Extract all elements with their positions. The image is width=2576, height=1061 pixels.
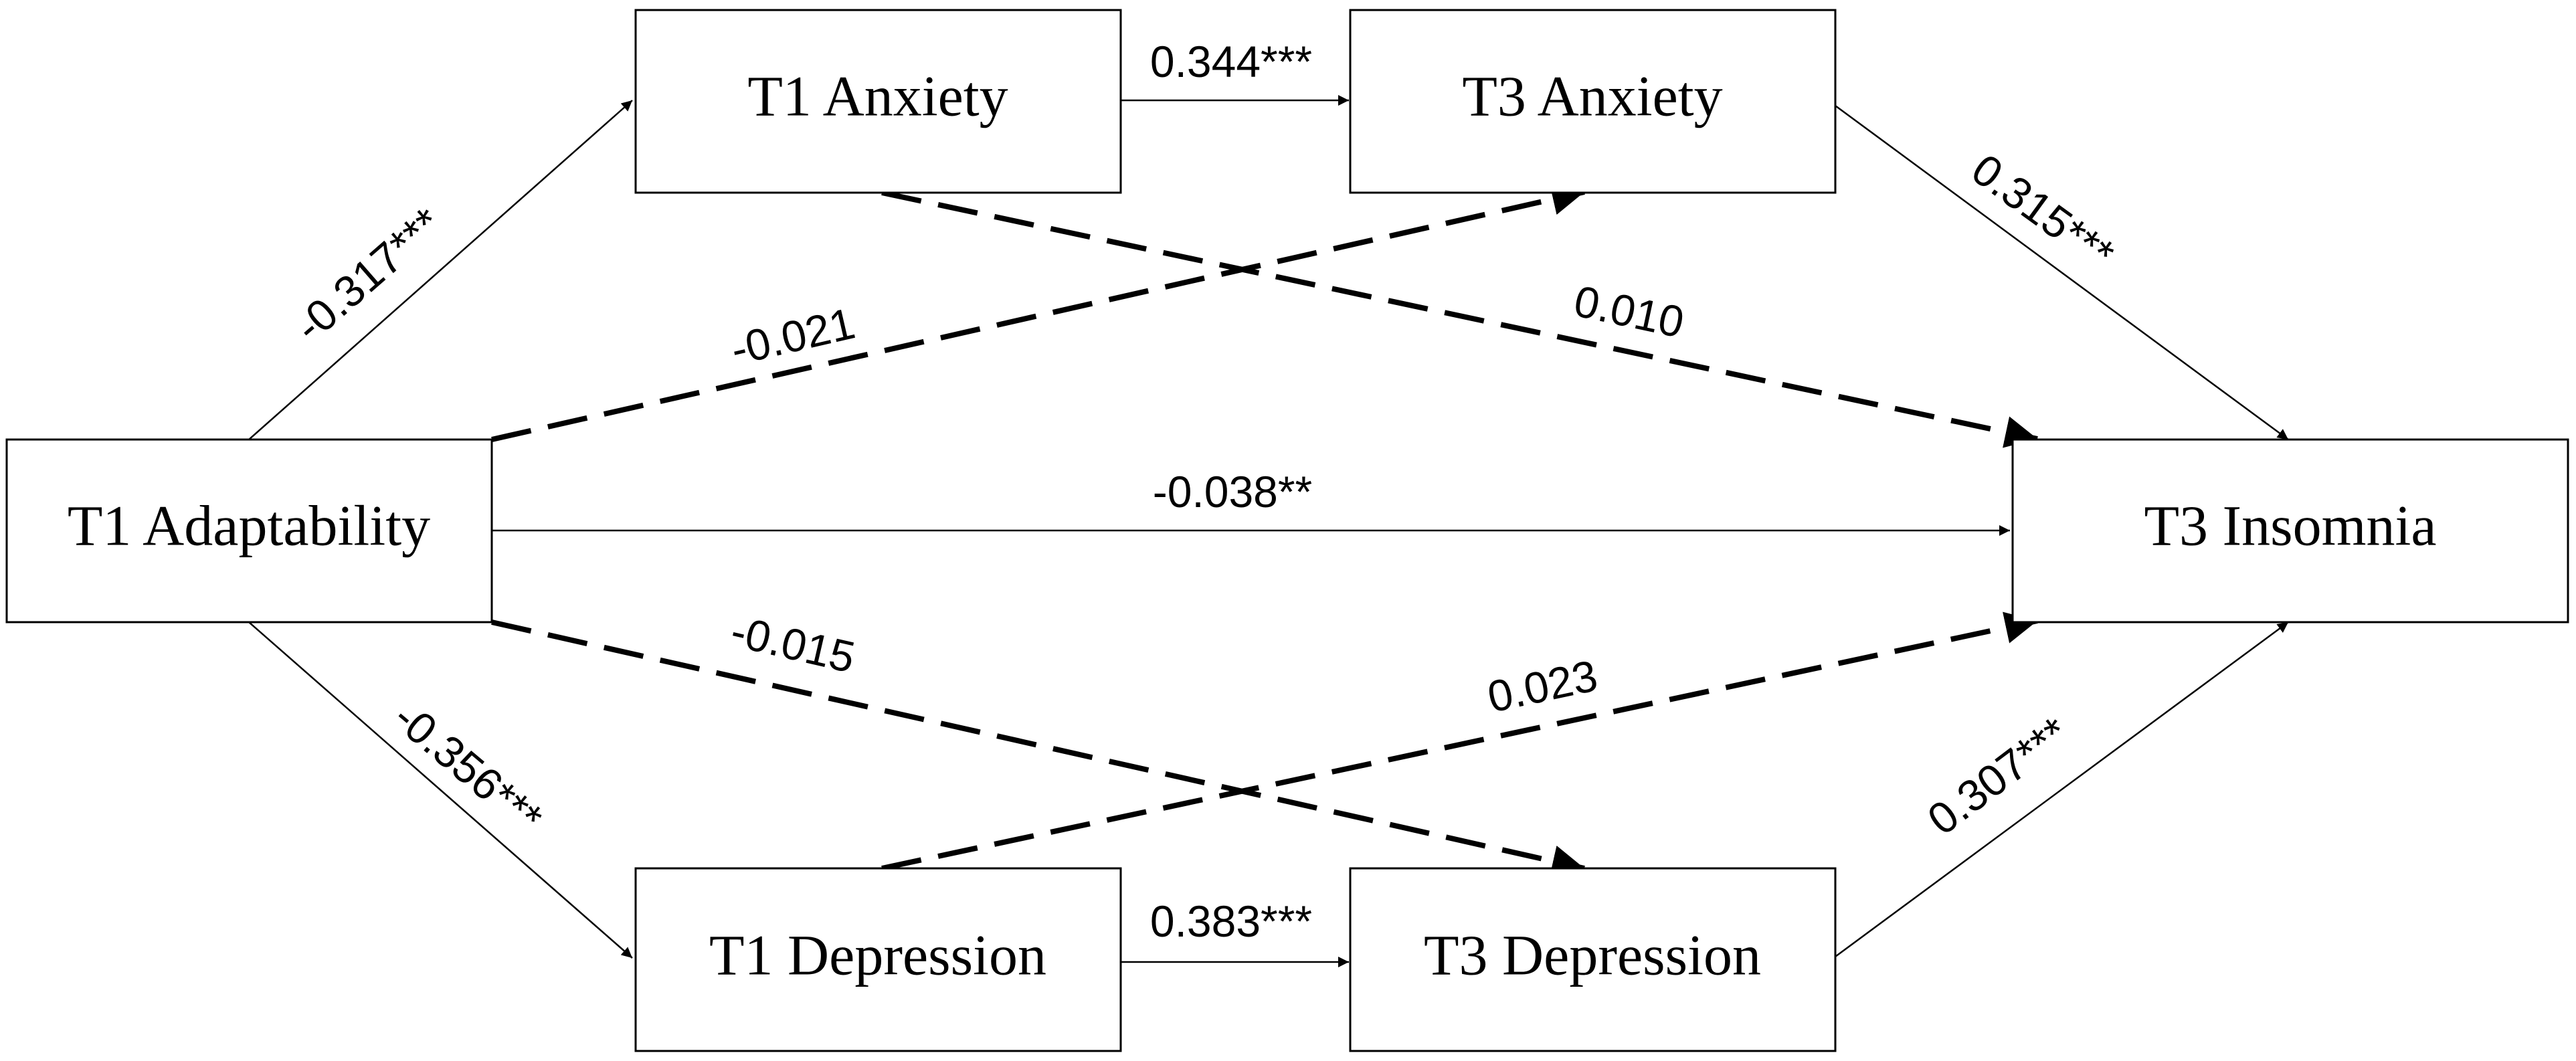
path-t3-anxiety-to-insomnia bbox=[1835, 104, 2289, 441]
path-adapt-to-t3-anxiety bbox=[491, 183, 1585, 442]
node-t1-depression: T1 Depression bbox=[634, 867, 1122, 1052]
node-t3-depression: T3 Depression bbox=[1349, 867, 1837, 1052]
path-adapt-to-t1-anxiety bbox=[248, 100, 633, 440]
path-adapt-to-t1-depression bbox=[248, 621, 633, 959]
path-adapt-to-t3-depression bbox=[491, 619, 1585, 877]
label-t1-anxiety-to-t3-anxiety: 0.344*** bbox=[1150, 37, 1312, 86]
path-t3-depression-to-insomnia bbox=[1835, 621, 2289, 958]
node-t1-adaptability: T1 Adaptability bbox=[5, 438, 493, 623]
path-t1-depression-to-insomnia bbox=[881, 611, 2038, 871]
node-label: T1 Adaptability bbox=[68, 494, 430, 558]
label-adapt-to-t1-anxiety: -0.317*** bbox=[285, 198, 451, 351]
label-t1-depression-to-insomnia: 0.023 bbox=[1483, 650, 1602, 722]
label-adapt-to-t1-depression: -0.356*** bbox=[385, 692, 552, 844]
node-t3-anxiety: T3 Anxiety bbox=[1349, 9, 1837, 194]
label-adapt-to-t3-depression: -0.015 bbox=[727, 605, 860, 682]
node-t1-anxiety: T1 Anxiety bbox=[634, 9, 1122, 194]
label-t3-depression-to-insomnia: 0.307*** bbox=[1918, 707, 2078, 844]
label-adapt-to-insomnia: -0.038** bbox=[1153, 467, 1313, 516]
node-label: T1 Anxiety bbox=[747, 64, 1008, 128]
node-t3-insomnia: T3 Insomnia bbox=[2011, 438, 2569, 623]
label-t1-depression-to-t3-depression: 0.383*** bbox=[1150, 896, 1312, 946]
node-label: T3 Depression bbox=[1424, 923, 1761, 987]
node-label: T3 Anxiety bbox=[1462, 64, 1722, 128]
path-t1-anxiety-to-insomnia bbox=[881, 190, 2038, 448]
node-label: T1 Depression bbox=[709, 923, 1046, 987]
label-t1-anxiety-to-insomnia: 0.010 bbox=[1570, 276, 1688, 347]
node-label: T3 Insomnia bbox=[2144, 494, 2436, 558]
